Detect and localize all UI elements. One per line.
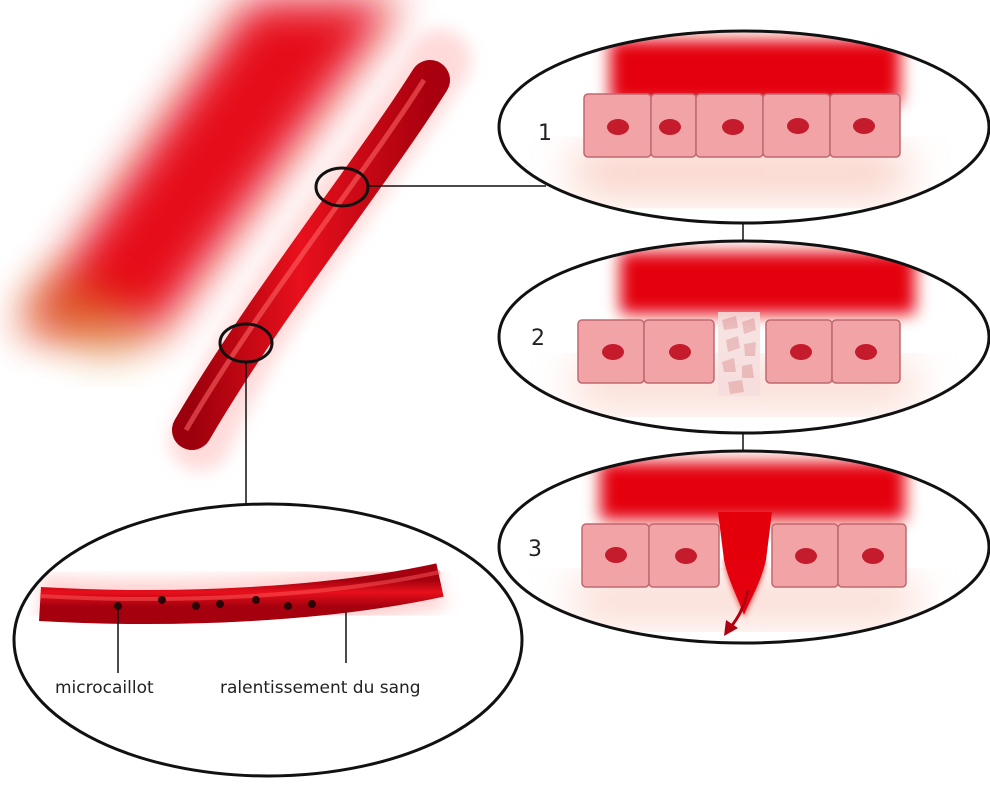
panel-2: 2 [499, 241, 989, 433]
detail-panel: microcaillot ralentissement du sang [14, 504, 522, 776]
microclot-dot [216, 600, 224, 608]
endothelial-cells [584, 94, 900, 157]
nucleus [855, 344, 877, 360]
microclot-dot [252, 596, 260, 604]
damaged-cell-fragments [718, 312, 760, 396]
panel-1: 1 [499, 31, 989, 223]
panel-number: 3 [528, 537, 542, 562]
nucleus [853, 118, 875, 134]
label-slowdown: ralentissement du sang [220, 678, 421, 698]
microclot-dot [284, 602, 292, 610]
nucleus [602, 344, 624, 360]
nucleus [669, 344, 691, 360]
panel-3: 3 [499, 451, 989, 643]
nucleus [675, 548, 697, 564]
nucleus [605, 547, 627, 563]
nucleus [659, 119, 681, 135]
microclot-dot [308, 600, 316, 608]
label-microclot: microcaillot [55, 678, 154, 698]
nucleus [790, 344, 812, 360]
nucleus [722, 119, 744, 135]
nucleus [795, 548, 817, 564]
panel-number: 1 [538, 121, 552, 146]
microclot-dot [158, 596, 166, 604]
nucleus [862, 548, 884, 564]
nucleus [787, 118, 809, 134]
panel-number: 2 [531, 326, 545, 351]
microclot-dot [192, 602, 200, 610]
nucleus [607, 119, 629, 135]
